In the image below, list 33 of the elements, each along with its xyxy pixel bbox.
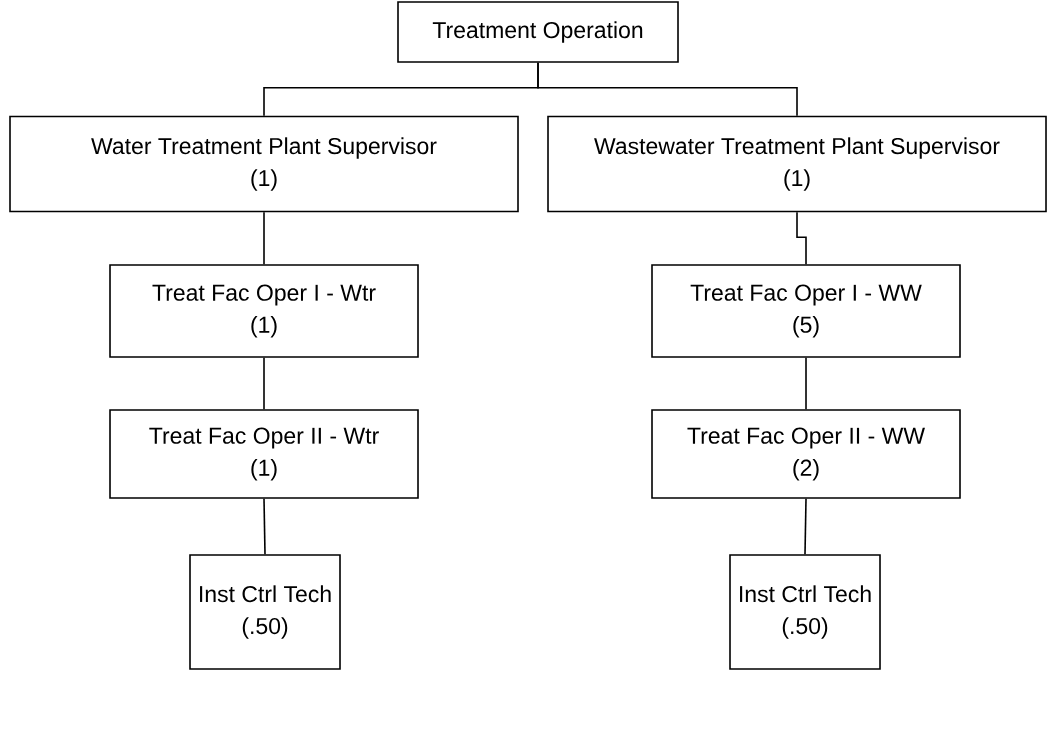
position-title: Treat Fac Oper I - WW (690, 284, 922, 306)
position-title: Wastewater Treatment Plant Supervisor (594, 137, 1000, 159)
org-box (189, 554, 341, 670)
position-title: Inst Ctrl Tech (200, 585, 331, 603)
connector-line (263, 211, 265, 265)
position-title: Water Treatment Plant Supervisor (91, 137, 437, 159)
headcount: (.50) (242, 617, 288, 639)
org-box (651, 264, 961, 358)
connector-line (805, 357, 807, 410)
connector-line (804, 498, 807, 555)
position-title: Treat Fac Oper II - Wtr (149, 427, 379, 449)
headcount: (1) (251, 316, 277, 338)
connector-line (796, 211, 807, 265)
org-box (651, 409, 961, 499)
org-box (9, 115, 519, 213)
headcount: (.50) (782, 617, 828, 639)
headcount: (1) (251, 169, 277, 191)
org-box (397, 1, 679, 63)
headcount: (1) (784, 169, 810, 191)
position-title: Treat Fac Oper I - Wtr (152, 284, 376, 306)
org-box (547, 115, 1047, 213)
headcount: (1) (251, 459, 277, 481)
headcount: (2) (793, 459, 819, 481)
org-box (729, 554, 881, 670)
connector-line (537, 62, 798, 117)
connector-line (263, 357, 265, 410)
position-title: Treat Fac Oper II - WW (687, 427, 925, 449)
position-title: Inst Ctrl Tech (740, 585, 871, 603)
org-box (109, 264, 419, 358)
org-box (109, 409, 419, 499)
position-title: Treatment Operation (432, 21, 643, 43)
headcount: (5) (793, 316, 819, 338)
connector-line (263, 498, 266, 555)
